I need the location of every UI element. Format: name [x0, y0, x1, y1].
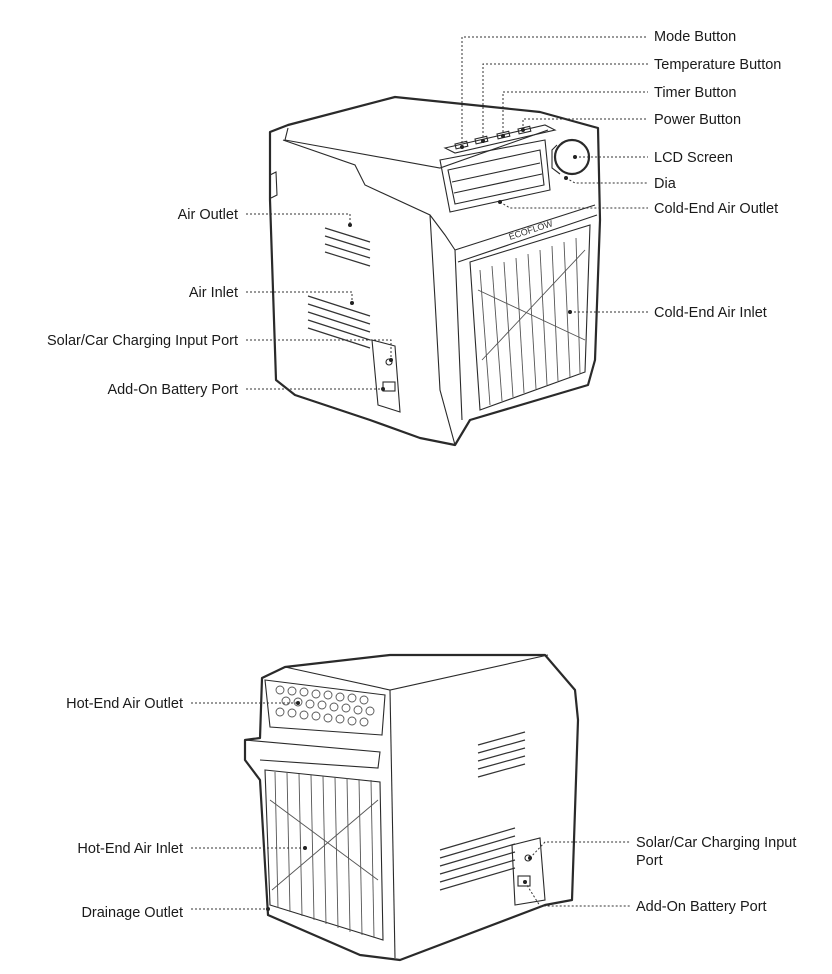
bottom-callouts-left: Hot-End Air Outlet Hot-End Air Inlet Dra…	[66, 696, 307, 921]
label-hot-end-air-outlet: Hot-End Air Outlet	[66, 696, 183, 712]
hot-end-outlet-hex-pattern	[275, 685, 375, 727]
top-callouts-right: Mode Button Temperature Button Timer But…	[460, 29, 781, 321]
hot-end-inlet-grille-pattern	[269, 771, 379, 939]
label-temperature-button: Temperature Button	[654, 57, 781, 73]
battery-port-icon-rear	[517, 875, 531, 887]
label-air-outlet: Air Outlet	[178, 207, 238, 223]
top-callouts-left: Air Outlet Air Inlet Solar/Car Charging …	[47, 207, 393, 398]
label-cold-end-air-outlet: Cold-End Air Outlet	[654, 201, 778, 217]
label-lcd-screen: LCD Screen	[654, 150, 733, 166]
label-solar-car-port-line1: Solar/Car Charging Input	[636, 835, 796, 851]
label-drainage-outlet: Drainage Outlet	[81, 905, 183, 921]
solar-port-icon	[385, 358, 393, 366]
label-mode-button: Mode Button	[654, 29, 736, 45]
label-air-inlet: Air Inlet	[189, 285, 238, 301]
label-hot-end-air-inlet: Hot-End Air Inlet	[77, 841, 183, 857]
label-dial: Dia	[654, 176, 677, 192]
label-solar-car-port-line2: Port	[636, 853, 663, 869]
label-add-on-battery-port: Add-On Battery Port	[107, 382, 238, 398]
label-timer-button: Timer Button	[654, 85, 736, 101]
top-device-illustration: ECOFLOW	[268, 95, 602, 447]
cold-end-grille-pattern	[477, 237, 586, 406]
label-add-on-battery-port-rear: Add-On Battery Port	[636, 899, 767, 915]
label-cold-end-air-inlet: Cold-End Air Inlet	[654, 305, 767, 321]
label-solar-car-port: Solar/Car Charging Input Port	[47, 333, 238, 349]
battery-port-icon	[382, 381, 396, 392]
side-vents-upper	[477, 731, 526, 778]
air-outlet-vents	[324, 227, 371, 267]
bottom-device-illustration	[243, 653, 580, 962]
air-inlet-vents	[307, 295, 371, 349]
side-vents-lower	[439, 827, 516, 891]
bottom-callouts-right: Solar/Car Charging Input Port Add-On Bat…	[523, 835, 796, 915]
label-power-button: Power Button	[654, 112, 741, 128]
